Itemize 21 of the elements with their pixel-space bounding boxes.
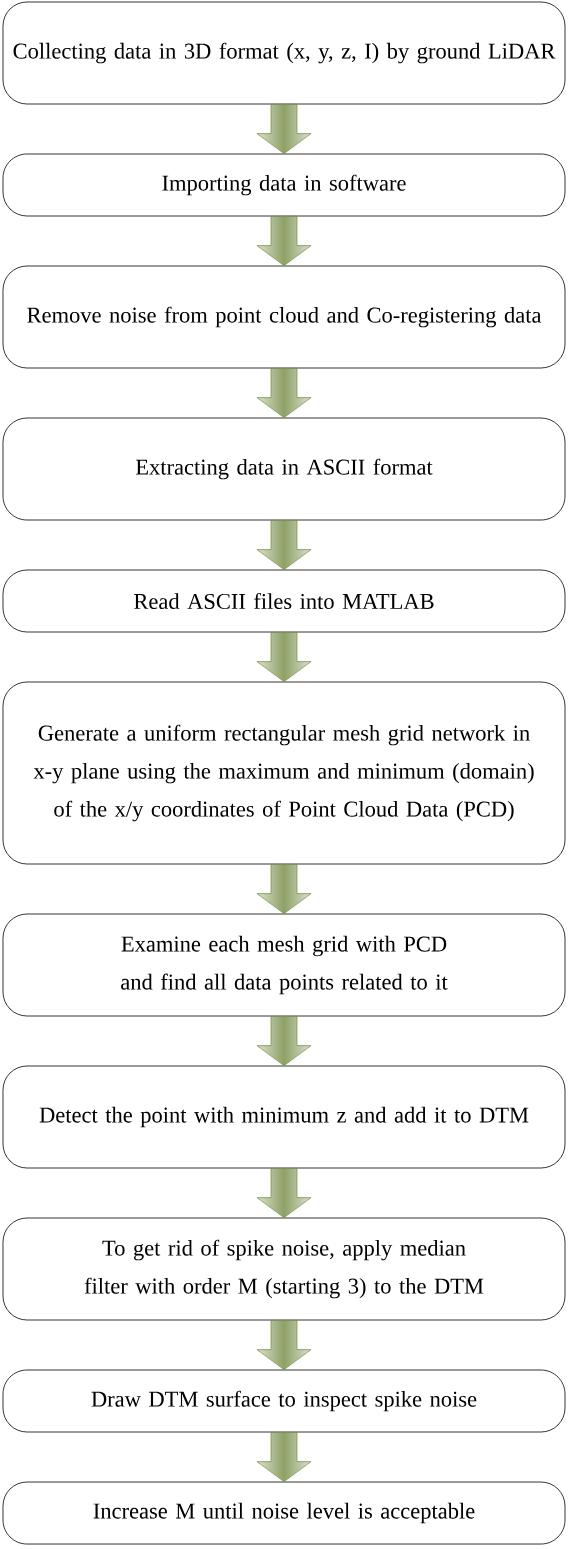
- process-box: Examine each mesh grid with PCD and find all data points related to it: [2, 913, 566, 1017]
- block-arrow: [256, 1432, 312, 1482]
- process-box: Increase M until noise level is acceptable: [2, 1481, 566, 1545]
- process-box: Remove noise from point cloud and Co-registering data: [2, 265, 566, 369]
- process-box: Generate a uniform rectangular mesh grid network in x-y plane using the maximum and minimum (domain) of the x/y coordinates of Point Cloud Data (PCD): [2, 681, 566, 865]
- process-box: Draw DTM surface to inspect spike noise: [2, 1369, 566, 1433]
- process-box: Importing data in software: [2, 153, 566, 217]
- process-box: Detect the point with minimum z and add it to DTM: [2, 1065, 566, 1169]
- process-box: Extracting data in ASCII format: [2, 417, 566, 521]
- block-arrow: [256, 1016, 312, 1066]
- process-box: Collecting data in 3D format (x, y, z, I) by ground LiDAR: [2, 1, 566, 105]
- block-arrow: [256, 104, 312, 154]
- block-arrow: [256, 632, 312, 682]
- block-arrow: [256, 1168, 312, 1218]
- block-arrow: [256, 1320, 312, 1370]
- block-arrow: [256, 216, 312, 266]
- block-arrow: [256, 864, 312, 914]
- block-arrow: [256, 520, 312, 570]
- process-box: Read ASCII files into MATLAB: [2, 569, 566, 633]
- block-arrow: [256, 368, 312, 418]
- process-box: To get rid of spike noise, apply median filter with order M (starting 3) to the DTM: [2, 1217, 566, 1321]
